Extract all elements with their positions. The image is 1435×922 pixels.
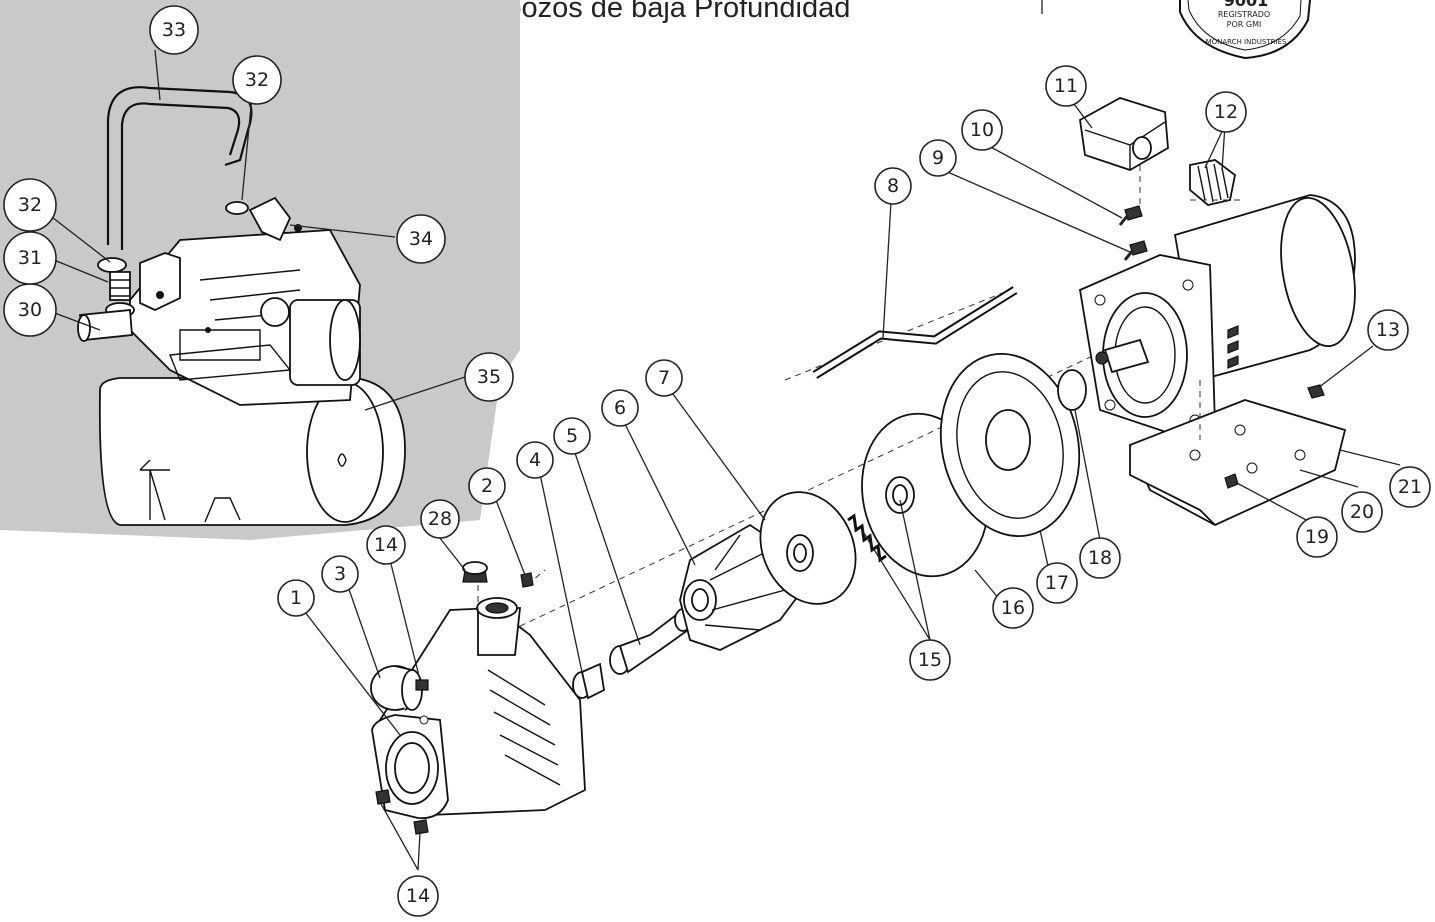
callout-17: 17 [1036, 562, 1078, 604]
svg-text:2: 2 [481, 475, 493, 497]
seal-line1: REGISTRADO [1218, 10, 1270, 19]
svg-text:32: 32 [18, 194, 42, 216]
callout-32a: 32 [3, 178, 57, 232]
callout-19: 19 [1296, 516, 1338, 558]
svg-text:31: 31 [18, 247, 42, 269]
callout-14b: 14 [397, 875, 439, 917]
svg-text:8: 8 [887, 175, 899, 197]
callout-33: 33 [149, 5, 199, 55]
svg-text:5: 5 [566, 425, 578, 447]
callout-11: 11 [1045, 65, 1087, 107]
seal-ring-text: MONARCH INDUSTRIES [1206, 38, 1287, 46]
iso-seal: 9001 REGISTRADO POR GMI MONARCH INDUSTRI… [1179, 0, 1311, 60]
svg-text:7: 7 [658, 367, 670, 389]
svg-text:14: 14 [406, 885, 430, 907]
svg-text:19: 19 [1305, 526, 1329, 548]
callout-10: 10 [961, 109, 1003, 151]
callout-31: 31 [3, 231, 57, 285]
callout-28: 28 [420, 499, 460, 539]
callout-3: 3 [321, 555, 359, 593]
callout-18: 18 [1079, 537, 1121, 579]
pump-housing [371, 597, 586, 820]
callout-15: 15 [909, 639, 951, 681]
drain-plugs [375, 561, 534, 835]
svg-text:32: 32 [245, 69, 269, 91]
svg-text:9: 9 [932, 147, 944, 169]
callout-14a: 14 [366, 525, 406, 565]
seal-number: 9001 [1224, 0, 1269, 10]
svg-text:10: 10 [970, 119, 994, 141]
motor-base-bracket [1128, 399, 1347, 527]
seal-plate [939, 353, 1081, 537]
cable-connector [1189, 159, 1236, 206]
svg-text:35: 35 [477, 366, 501, 388]
impeller [759, 491, 857, 605]
svg-text:14: 14 [374, 534, 398, 556]
callout-13: 13 [1367, 309, 1409, 351]
callout-9: 9 [919, 139, 957, 177]
callout-6: 6 [601, 389, 639, 427]
svg-text:1: 1 [290, 587, 302, 609]
callout-32b: 32 [232, 55, 282, 105]
callout-12: 12 [1205, 91, 1247, 133]
svg-text:34: 34 [409, 228, 433, 250]
slinger-washer [1057, 369, 1087, 411]
motor [1078, 194, 1356, 441]
callout-1: 1 [277, 579, 315, 617]
svg-text:17: 17 [1045, 572, 1069, 594]
callout-30: 30 [3, 283, 57, 337]
assembled-pump-inset [0, 0, 520, 540]
svg-text:13: 13 [1376, 319, 1400, 341]
callout-7: 7 [645, 359, 683, 397]
assembly-axis [479, 309, 1191, 646]
jet-assembly [572, 608, 692, 700]
svg-text:18: 18 [1088, 547, 1112, 569]
callout-21: 21 [1389, 466, 1431, 508]
svg-text:6: 6 [614, 397, 626, 419]
callout-16: 16 [992, 587, 1034, 629]
callout-5: 5 [553, 417, 591, 455]
svg-text:11: 11 [1054, 75, 1078, 97]
svg-text:4: 4 [529, 449, 541, 471]
svg-text:20: 20 [1350, 501, 1374, 523]
callout-8: 8 [874, 167, 912, 205]
svg-text:12: 12 [1214, 101, 1238, 123]
callout-34: 34 [396, 214, 446, 264]
mounting-bolts [1118, 205, 1148, 261]
callout-35: 35 [464, 352, 514, 402]
svg-text:3: 3 [334, 563, 346, 585]
svg-text:33: 33 [162, 19, 186, 41]
svg-text:30: 30 [18, 299, 42, 321]
svg-text:21: 21 [1398, 476, 1422, 498]
shaft-seal [847, 476, 915, 563]
svg-text:28: 28 [428, 508, 452, 530]
callout-20: 20 [1341, 491, 1383, 533]
svg-text:15: 15 [918, 649, 942, 671]
ground-screw [1307, 384, 1325, 399]
svg-text:16: 16 [1001, 597, 1025, 619]
callout-2: 2 [468, 467, 506, 505]
callout-4: 4 [516, 441, 554, 479]
seal-line2: POR GMI [1227, 20, 1262, 29]
pressure-switch [1079, 97, 1169, 171]
